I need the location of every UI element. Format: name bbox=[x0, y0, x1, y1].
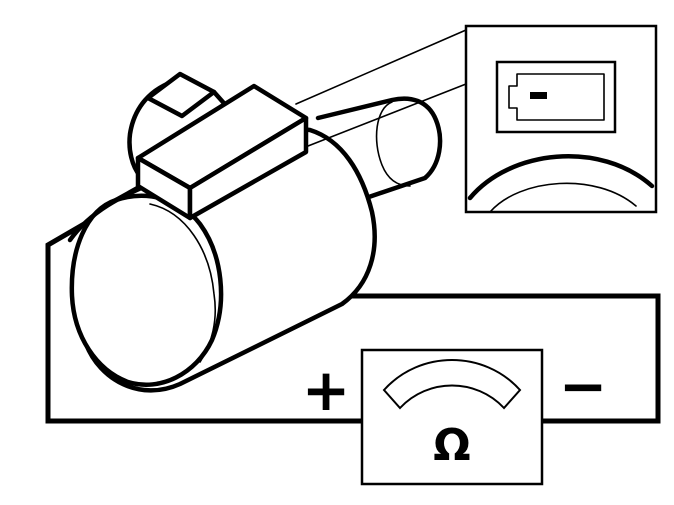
negative-terminal-label: − bbox=[559, 352, 608, 420]
detail-housing-arc-inner bbox=[489, 182, 637, 213]
connector-detail-callout: - bbox=[295, 24, 658, 214]
rear-flange-tab bbox=[145, 71, 217, 119]
detail-housing-arc-outer bbox=[467, 154, 655, 201]
ohmmeter-body bbox=[360, 348, 544, 486]
ohmmeter-omega-symbol: Ω bbox=[433, 420, 470, 471]
negative-lead-wire bbox=[292, 293, 661, 424]
detail-terminal-pin bbox=[530, 92, 547, 99]
detail-socket-outer bbox=[495, 60, 617, 134]
front-inlet-edge bbox=[149, 203, 217, 363]
ohmmeter: Ω + − bbox=[302, 348, 608, 486]
detail-socket-inner bbox=[508, 73, 605, 121]
callout-leader-bottom bbox=[307, 83, 467, 147]
connector-side bbox=[187, 115, 309, 221]
mass-airflow-sensor bbox=[67, 71, 443, 393]
front-inlet-face bbox=[69, 193, 224, 387]
outlet-tube-rim bbox=[375, 101, 411, 187]
callout-leader-top bbox=[295, 29, 467, 105]
positive-terminal-label: + bbox=[302, 356, 351, 424]
sensor-connector bbox=[135, 83, 309, 221]
ohmmeter-dial-scale bbox=[382, 359, 522, 410]
